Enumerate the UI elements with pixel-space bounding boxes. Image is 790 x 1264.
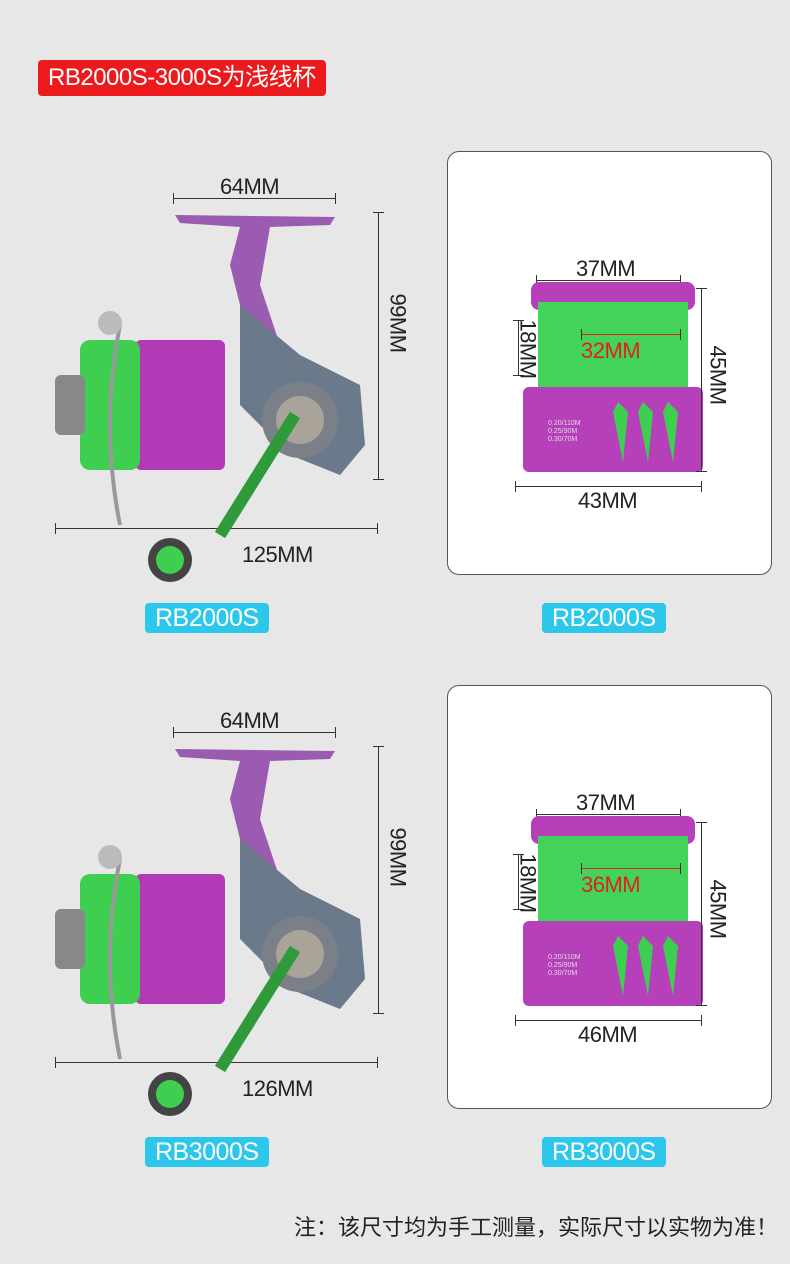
footer-note: 注：该尺寸均为手工测量，实际尺寸以实物为准！ xyxy=(293,1215,778,1240)
spool-inner-line xyxy=(581,329,681,340)
spool-bottom-line xyxy=(515,481,702,492)
spool-height-line xyxy=(696,288,707,472)
reel-width-line xyxy=(173,727,336,738)
line-capacity: 0.20/110M 0.25/90M 0.30/70M xyxy=(548,420,581,444)
capacity-row: 0.20/110M xyxy=(548,954,581,961)
spool-top-line xyxy=(536,809,681,820)
spool-bottom-diameter-label: 43MM xyxy=(578,488,638,513)
reel-height-label: 99MM xyxy=(385,827,411,887)
spool-model-label: RB2000S xyxy=(542,603,666,633)
spool-depth-line xyxy=(513,854,524,910)
capacity-row: 0.25/90M xyxy=(548,428,578,435)
spool-depth-label: 18MM xyxy=(515,319,541,379)
spool-card-1: 37MM 0.20/110M 0.25/90M 0.30/70M 18MM 32… xyxy=(447,151,772,575)
reel-model-label: RB2000S xyxy=(145,603,269,633)
reel-image xyxy=(55,215,365,582)
header-badge: RB2000S-3000S为浅线杯 xyxy=(38,60,326,96)
reel-height-label: 99MM xyxy=(385,293,411,353)
reel-length-label: 125MM xyxy=(242,542,313,567)
spool-inner-diameter-label: 32MM xyxy=(581,338,641,363)
reel-height-line xyxy=(373,746,384,1014)
reel-length-line xyxy=(55,523,378,534)
reel-width-label: 64MM xyxy=(220,174,280,199)
spool-card-2: 37MM 0.20/110M 0.25/90M 0.30/70M 18MM 36… xyxy=(447,685,772,1109)
reel-model-label: RB3000S xyxy=(145,1137,269,1167)
spool-bottom-diameter-label: 46MM xyxy=(578,1022,638,1047)
model-section-2: 64MM 99MM 126MM xyxy=(0,684,790,1184)
reel-image xyxy=(55,749,365,1116)
spool-height-line xyxy=(696,822,707,1006)
reel-width-label: 64MM xyxy=(220,708,280,733)
spool-model-label: RB3000S xyxy=(542,1137,666,1167)
spool-depth-label: 18MM xyxy=(515,853,541,913)
spool-top-diameter-label: 37MM xyxy=(576,790,636,815)
spool-top-diameter-label: 37MM xyxy=(576,256,636,281)
spool-image xyxy=(523,282,703,472)
capacity-row: 0.30/70M xyxy=(548,436,578,443)
spool-inner-line xyxy=(581,863,681,874)
reel-length-label: 126MM xyxy=(242,1076,313,1101)
capacity-row: 0.25/90M xyxy=(548,962,578,969)
model-section-1: 64MM 99MM 125MM xyxy=(0,150,790,650)
spool-top-line xyxy=(536,275,681,286)
reel-width-line xyxy=(173,193,336,204)
capacity-row: 0.30/70M xyxy=(548,970,578,977)
spool-bottom-line xyxy=(515,1015,702,1026)
spool-height-label: 45MM xyxy=(705,345,731,405)
capacity-row: 0.20/110M xyxy=(548,420,581,427)
spool-height-label: 45MM xyxy=(705,879,731,939)
reel-height-line xyxy=(373,212,384,480)
spool-image xyxy=(523,816,703,1006)
reel-length-line xyxy=(55,1057,378,1068)
line-capacity: 0.20/110M 0.25/90M 0.30/70M xyxy=(548,954,581,978)
spool-inner-diameter-label: 36MM xyxy=(581,872,641,897)
spool-depth-line xyxy=(513,320,524,376)
